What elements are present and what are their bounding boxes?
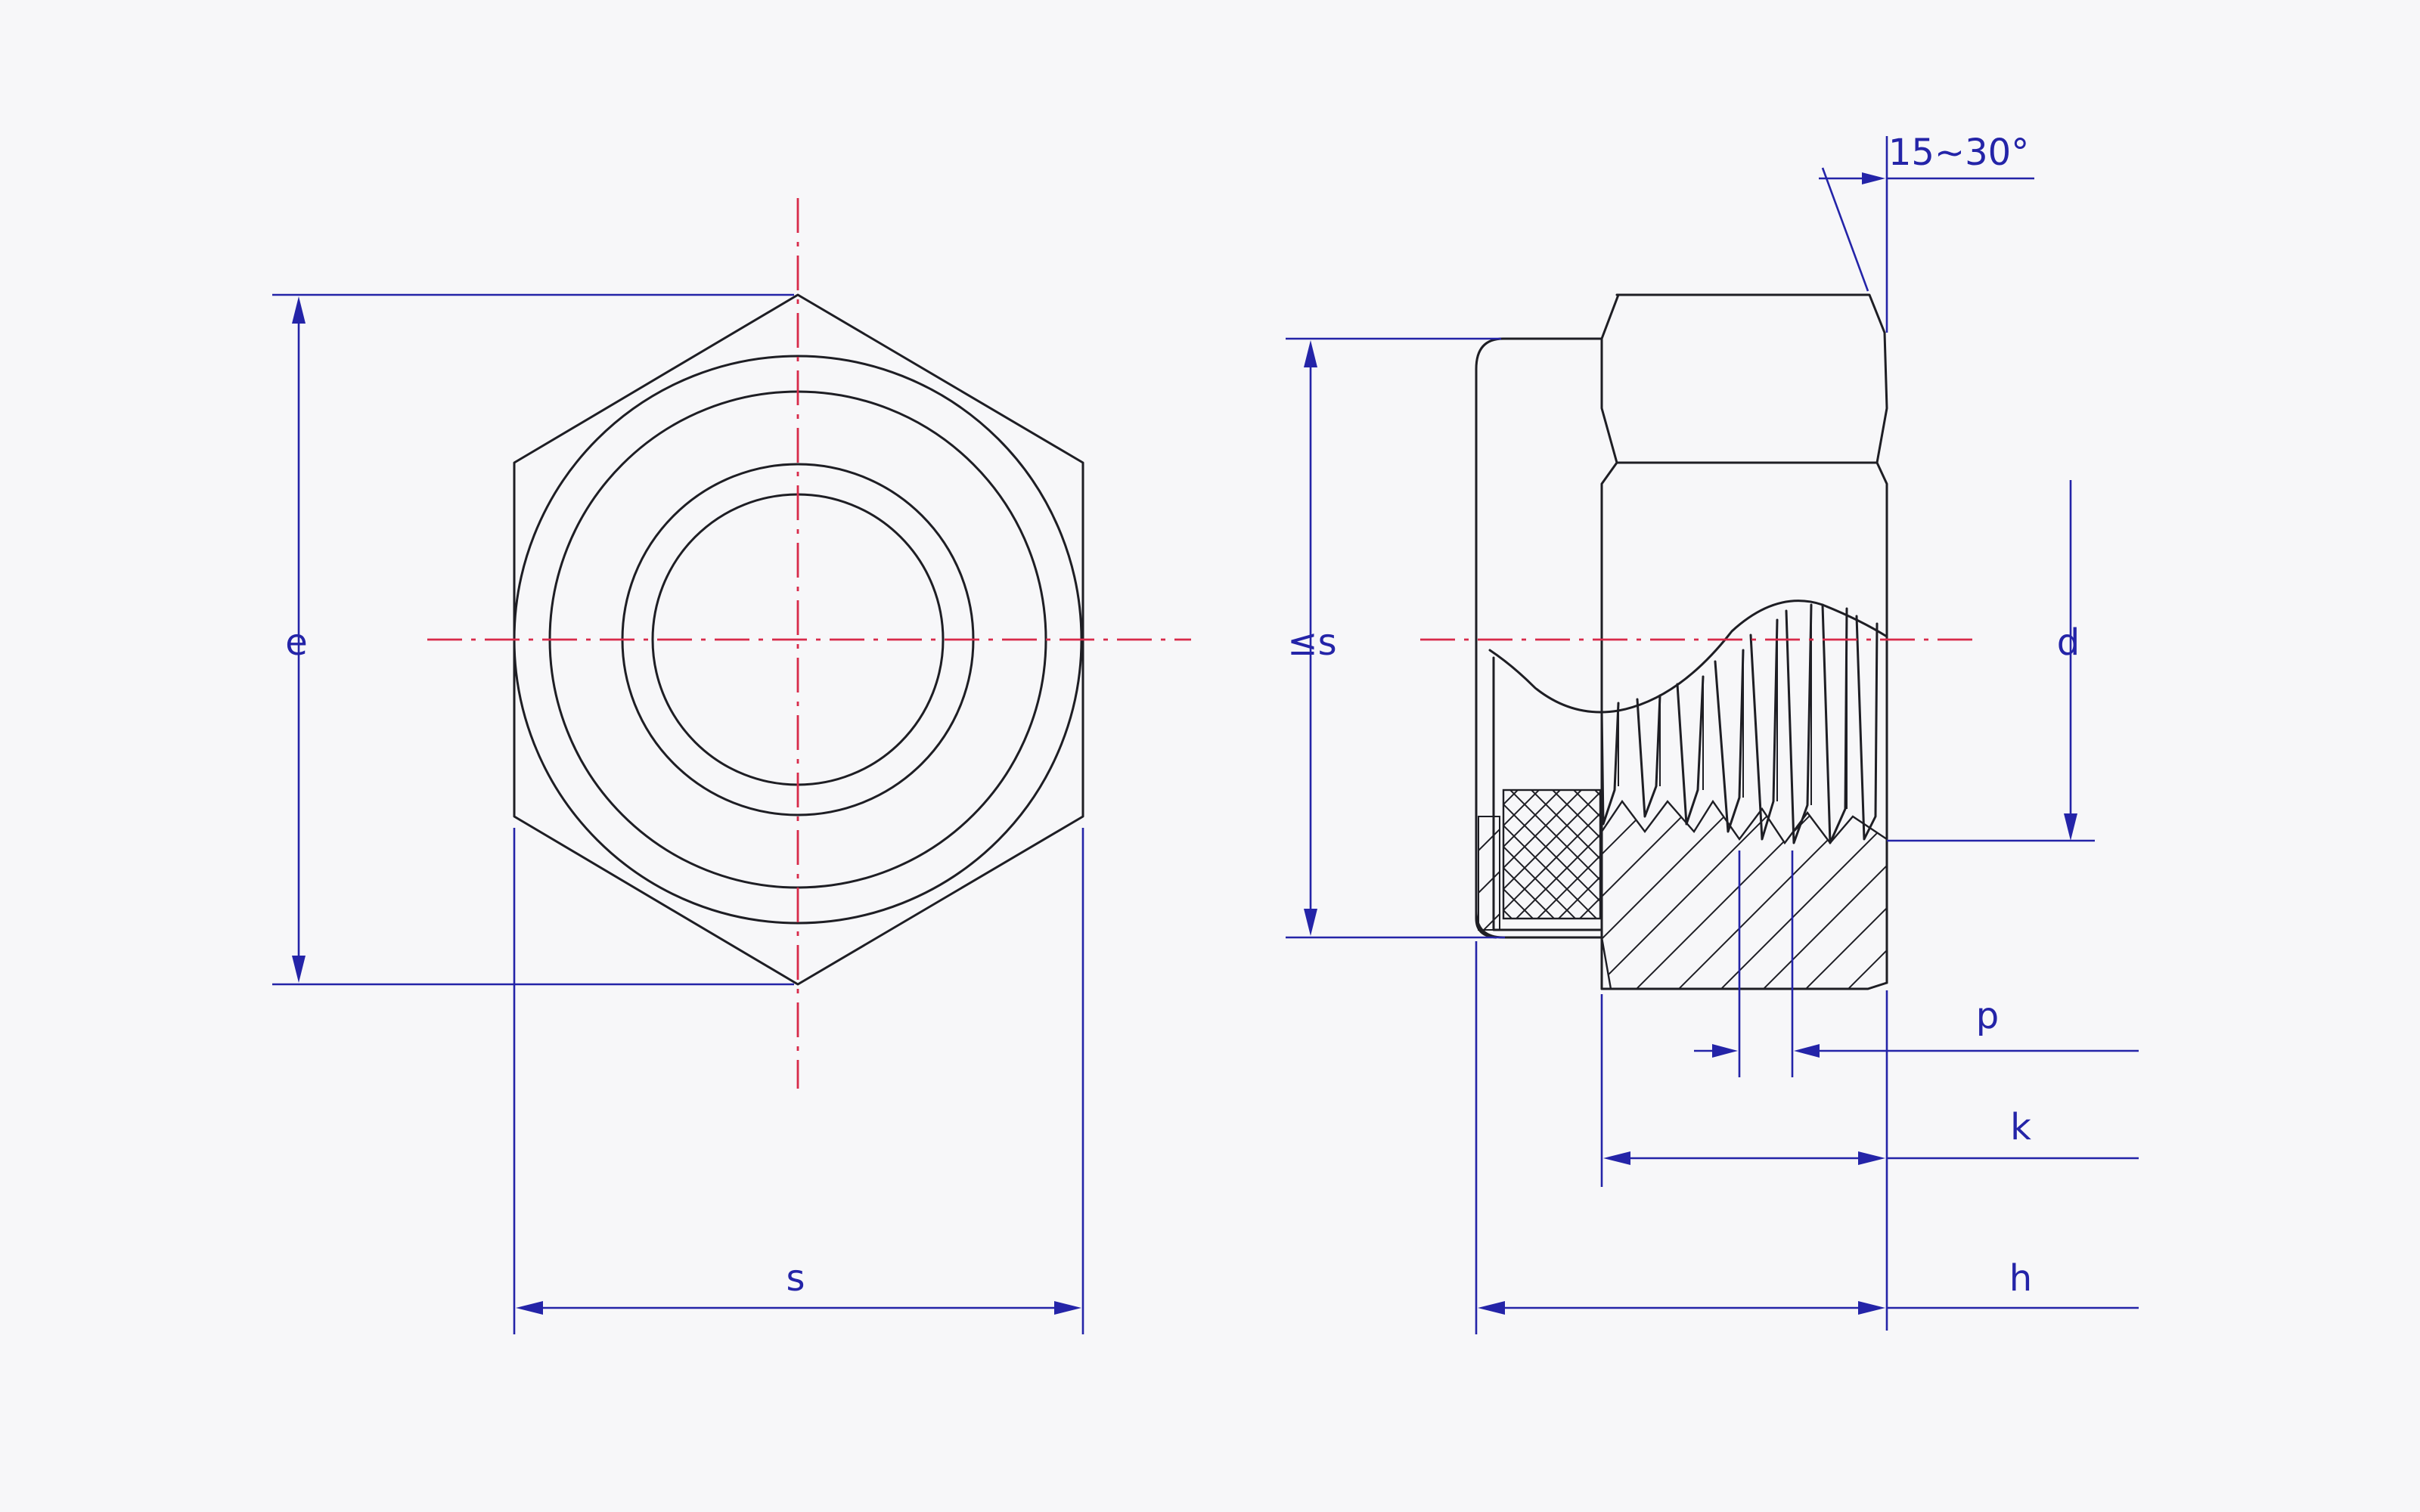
cutaway-curve [1488, 600, 1888, 714]
front-center-lines [427, 198, 1191, 1089]
section-hatch [1600, 799, 1888, 990]
label-p: p [1976, 995, 1999, 1037]
nylon-insert-edge [1478, 816, 1500, 931]
label-d: d [2057, 621, 2080, 664]
hex-body-outline [1600, 293, 1888, 990]
dimension-p: p [1694, 850, 2139, 1077]
label-s-max: ≤s [1287, 621, 1336, 664]
label-k: k [2010, 1106, 2031, 1148]
dimension-e: e [272, 293, 794, 986]
dimension-s-max: ≤s [1286, 337, 1505, 939]
hex-outline [513, 293, 1084, 986]
dimension-h: h [1475, 941, 2139, 1334]
dimension-d: d [1887, 480, 2095, 842]
dimension-angle: 15~30° [1819, 132, 2034, 333]
side-view [1475, 293, 1888, 990]
nylon-insert [1502, 789, 1602, 920]
label-s-front: s [786, 1257, 805, 1300]
dimension-s-front: s [513, 828, 1084, 1334]
dimension-k: k [1600, 990, 2139, 1331]
label-e: e [285, 621, 308, 664]
label-angle: 15~30° [1888, 132, 2029, 174]
thread-teeth [1600, 603, 1879, 844]
label-h: h [2009, 1257, 2032, 1300]
